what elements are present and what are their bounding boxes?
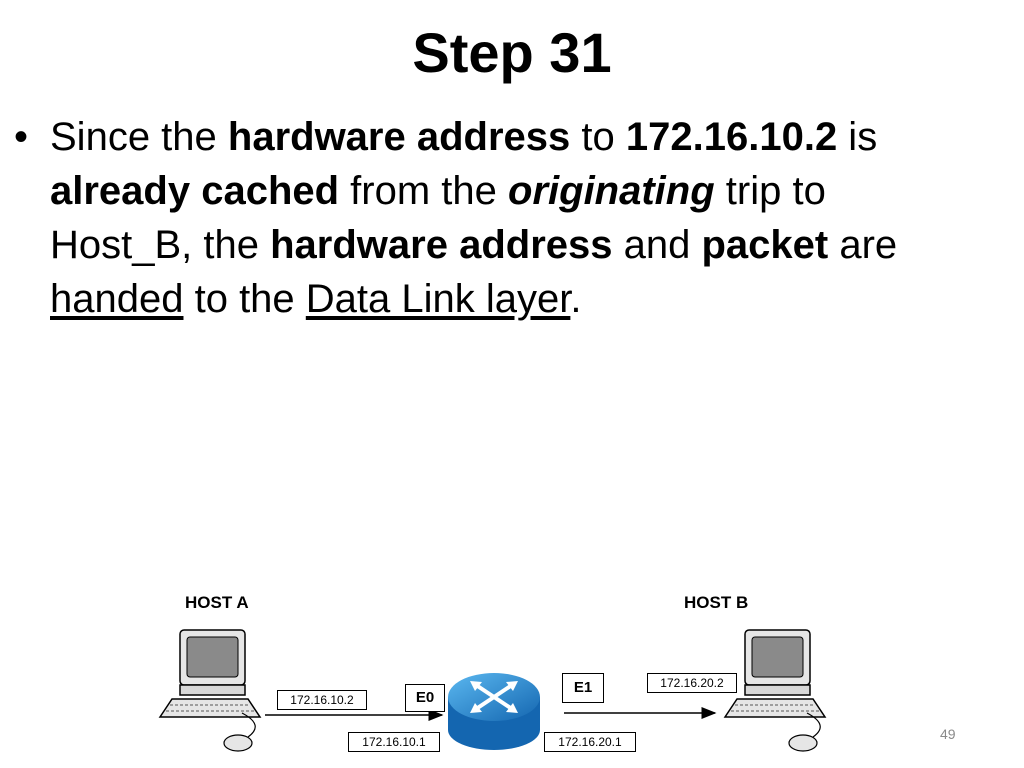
host-b-label: HOST B xyxy=(684,593,749,612)
text-run-underlined: handed xyxy=(50,277,184,321)
text-run-underlined: Data Link layer xyxy=(305,277,571,321)
text-run: and xyxy=(612,223,702,267)
host-a-ip-label: 172.16.10.2 xyxy=(277,690,367,710)
text-run-bold: 172.16.10.2 xyxy=(625,115,838,159)
router-e1-port-label: E1 xyxy=(562,673,604,703)
host-b-ip-label: 172.16.20.2 xyxy=(647,673,737,693)
text-run-bold-italic: originating xyxy=(508,169,715,213)
text-run: to the xyxy=(183,277,306,321)
text-run-bold: hardware address xyxy=(270,223,613,267)
text-run: from the xyxy=(339,169,509,213)
bullet-line-4: handed to the Data Link layer. xyxy=(50,272,1014,326)
bullet-line-3: Host_B, the hardware address and packet … xyxy=(50,218,1014,272)
text-run-bold: packet xyxy=(701,223,829,267)
host-a-label: HOST A xyxy=(185,593,249,612)
bullet-line-1: Since the hardware address to 172.16.10.… xyxy=(50,110,1014,164)
router-e0-port-label: E0 xyxy=(405,684,445,712)
text-run-bold: hardware address xyxy=(227,115,571,159)
text-run: are xyxy=(828,223,898,267)
router-e0-ip-label: 172.16.10.1 xyxy=(348,732,440,752)
page-number: 49 xyxy=(940,726,956,742)
text-run-bold: already cached xyxy=(50,169,340,213)
bullet-dot: • xyxy=(14,115,29,159)
text-run: to xyxy=(570,115,626,159)
network-diagram: HOST A HOST B 172.16.10.2 172.16.10.1 17… xyxy=(150,585,870,765)
network-diagram-art xyxy=(158,629,827,752)
host-a-computer-icon xyxy=(158,629,262,752)
router-e1-ip-label: 172.16.20.1 xyxy=(544,732,636,752)
text-run: Since the xyxy=(50,115,228,159)
bullet-line-2: already cached from the originating trip… xyxy=(50,164,1014,218)
bullet-text: Since the hardware address to 172.16.10.… xyxy=(50,110,1014,326)
router-icon xyxy=(448,673,540,750)
text-run: trip to xyxy=(714,169,826,213)
host-b-computer-icon xyxy=(723,629,827,752)
text-run: is xyxy=(837,115,878,159)
slide-title: Step 31 xyxy=(412,21,612,84)
text-run: . xyxy=(570,277,582,321)
text-run: Host_B, the xyxy=(50,223,271,267)
